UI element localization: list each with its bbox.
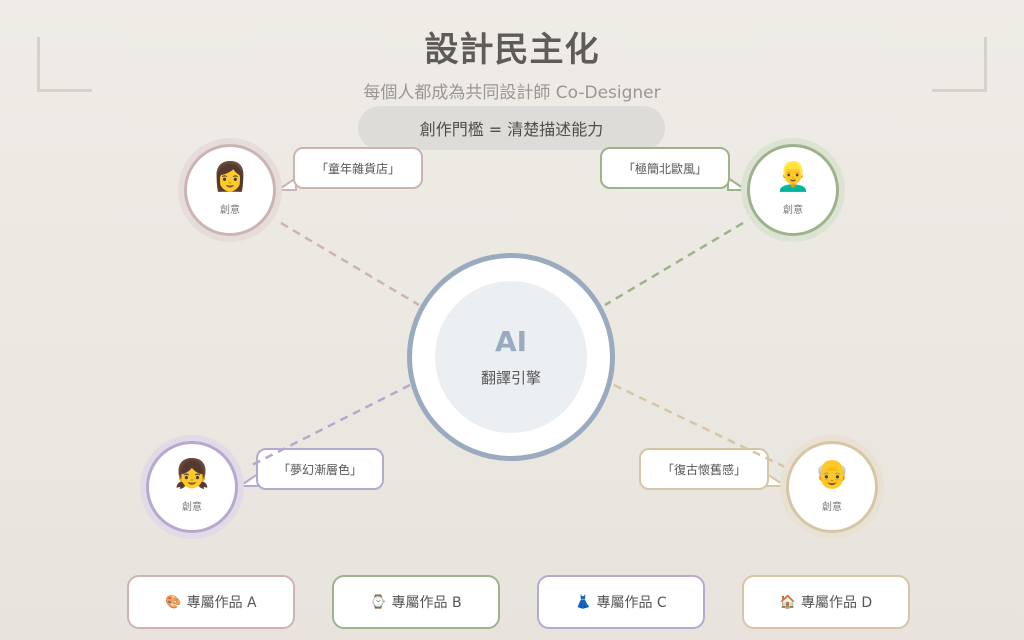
old-man-icon: 👴 xyxy=(814,456,850,490)
corner-bracket-top-right xyxy=(932,37,987,92)
person-node-3: 👧 創意 xyxy=(146,441,238,533)
person-node-1: 👩 創意 xyxy=(184,144,276,236)
page-subtitle: 每個人都成為共同設計師 Co-Designer xyxy=(363,83,661,103)
watch-icon: ⌚ xyxy=(370,594,387,610)
connector-4 xyxy=(613,383,786,469)
output-card-b: ⌚ 專屬作品 B xyxy=(332,575,500,629)
corner-bracket-top-left xyxy=(37,37,92,92)
output-card-d: 🏠 專屬作品 D xyxy=(742,575,910,629)
connector-3 xyxy=(247,383,411,469)
idea-text: 「夢幻漸層色」 xyxy=(277,462,362,477)
ai-engine-core: AI 翻譯引擎 xyxy=(435,281,587,433)
ai-engine-node: AI 翻譯引擎 xyxy=(407,253,615,461)
person-label: 創意 xyxy=(220,204,240,216)
person-node-2: 👱‍♂️ 創意 xyxy=(747,144,839,236)
woman-icon: 👩 xyxy=(212,159,248,193)
palette-icon: 🎨 xyxy=(165,594,182,610)
idea-text: 「極簡北歐風」 xyxy=(622,161,707,176)
page-title: 設計民主化 xyxy=(424,30,600,70)
output-label: 專屬作品 D xyxy=(800,595,873,611)
threshold-pill: 創作門檻 = 清楚描述能力 xyxy=(358,106,665,150)
idea-text: 「復古懷舊感」 xyxy=(661,462,746,477)
connector-2 xyxy=(604,221,744,307)
person-label: 創意 xyxy=(182,501,202,513)
output-card-a: 🎨 專屬作品 A xyxy=(127,575,295,629)
connector-1 xyxy=(280,221,420,307)
output-label: 專屬作品 A xyxy=(186,595,257,611)
output-card-c: 👗 專屬作品 C xyxy=(537,575,705,629)
person-label: 創意 xyxy=(822,501,842,513)
idea-bubble-1: 「童年雜貨店」 xyxy=(293,147,423,189)
idea-bubble-3: 「夢幻漸層色」 xyxy=(256,448,384,490)
idea-text: 「童年雜貨店」 xyxy=(315,161,400,176)
person-label: 創意 xyxy=(783,204,803,216)
ai-subtitle: 翻譯引擎 xyxy=(480,368,541,387)
dress-icon: 👗 xyxy=(575,594,592,610)
idea-bubble-4: 「復古懷舊感」 xyxy=(639,448,769,490)
man-icon: 👱‍♂️ xyxy=(775,159,811,193)
house-icon: 🏠 xyxy=(779,594,796,610)
person-node-4: 👴 創意 xyxy=(786,441,878,533)
output-label: 專屬作品 C xyxy=(596,595,667,611)
idea-bubble-2: 「極簡北歐風」 xyxy=(600,147,730,189)
ai-title: AI xyxy=(494,324,528,358)
output-label: 專屬作品 B xyxy=(391,595,462,611)
girl-icon: 👧 xyxy=(174,456,210,490)
